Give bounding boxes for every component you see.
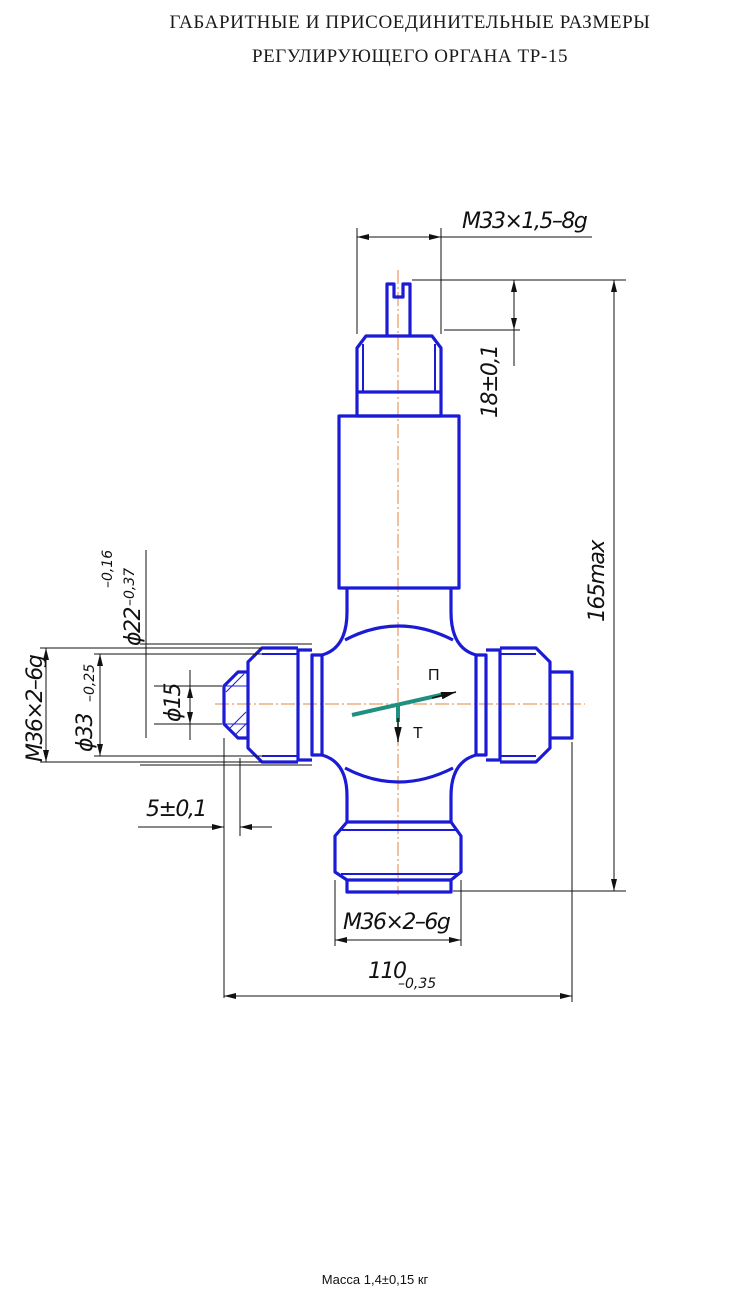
label-stem-height: 18±0,1: [478, 346, 503, 418]
top-threaded-nut: [355, 334, 443, 418]
label-phi22: ϕ22: [121, 607, 146, 646]
drawing-title-line1: ГАБАРИТНЫЕ И ПРИСОЕДИНИТЕЛЬНЫЕ РАЗМЕРЫ: [169, 12, 651, 33]
label-phi15: ϕ15: [161, 683, 186, 722]
dim-overall-width: [224, 742, 573, 1002]
dim-stem-height: [412, 279, 626, 366]
label-thread-bottom: M36×2–6g: [343, 910, 451, 935]
mass-note: Масса 1,4±0,15 кг: [321, 1272, 429, 1287]
position-indicator: [351, 691, 457, 742]
label-offset: 5±0,1: [146, 797, 206, 822]
label-overall-height: 165max: [585, 539, 610, 622]
flow-label-p: П: [428, 667, 440, 684]
flow-label-t: Т: [413, 725, 423, 742]
dim-phi15: [154, 670, 222, 740]
right-fitting: [474, 646, 574, 764]
label-overall-width: 110: [368, 959, 406, 984]
actuator-housing: [337, 414, 461, 590]
label-phi33: ϕ33: [73, 713, 98, 752]
valve-stem: [385, 282, 412, 336]
label-thread-top: M33×1,5–8g: [462, 209, 588, 234]
dim-overall-height: [453, 280, 626, 892]
label-overall-width-tol: –0,35: [398, 976, 436, 992]
bottom-fitting: [333, 820, 463, 894]
dim-offset: [138, 738, 272, 998]
left-fitting: [222, 646, 324, 764]
label-phi33-tol: –0,25: [82, 664, 98, 702]
dim-thread-left: [40, 647, 262, 763]
valve-body: [321, 588, 477, 822]
left-section-hatch: [224, 673, 249, 735]
label-phi22-lower: –0,37: [122, 568, 138, 606]
dim-phi33: [94, 653, 262, 757]
drawing-title-line2: РЕГУЛИРУЮЩЕГО ОРГАНА ТР-15: [251, 46, 569, 67]
dim-phi22: [140, 550, 312, 766]
dim-thread-bottom: [334, 880, 462, 946]
label-thread-left: M36×2–6g: [23, 654, 48, 762]
label-phi22-upper: –0,16: [100, 550, 116, 588]
dim-thread-top: [356, 228, 592, 334]
